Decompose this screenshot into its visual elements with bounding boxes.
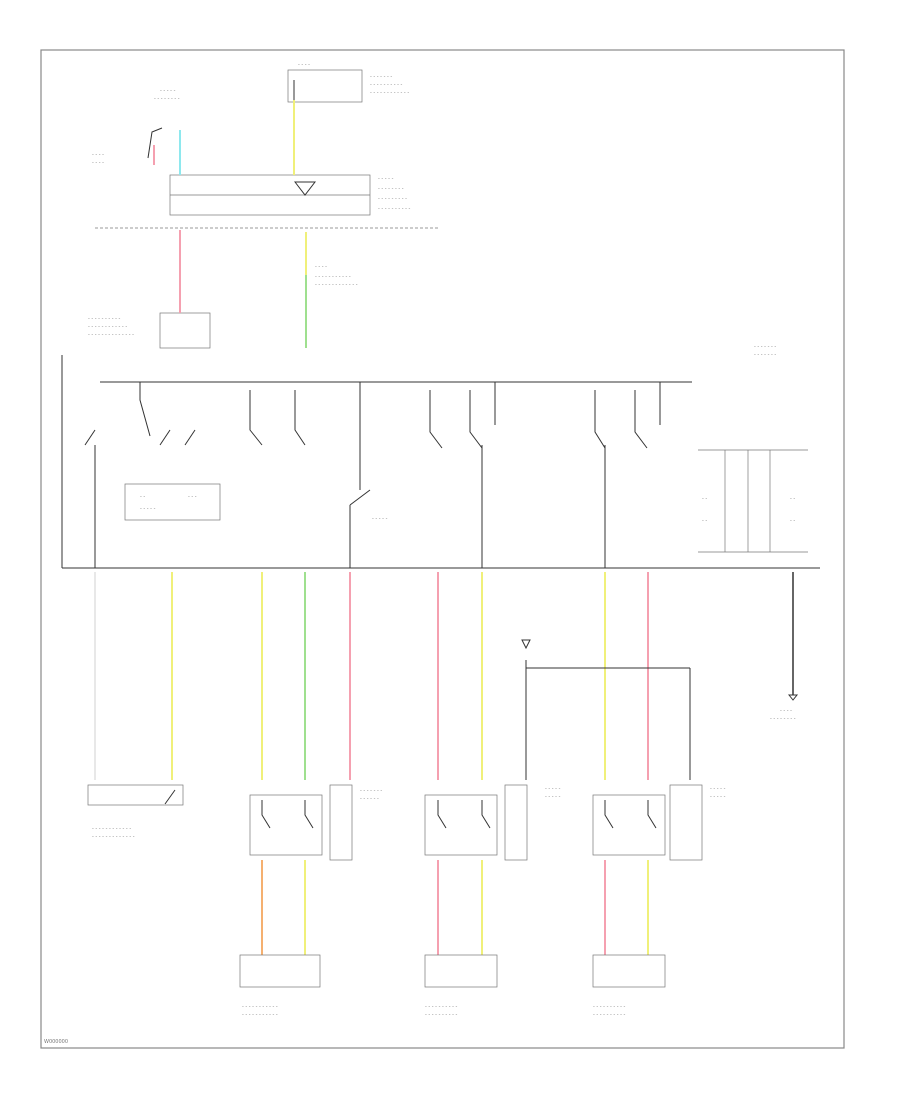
svg-text:- - - - - - - - - - -: - - - - - - - - - - - [242,1012,278,1018]
svg-text:- - - - -: - - - - - [710,794,726,800]
top-fuse-component: - - - - - - - - - - - - - - - - - - - - … [287,62,409,103]
svg-text:- - - - - - - -: - - - - - - - - [154,96,180,102]
svg-text:- - - - - - - - -: - - - - - - - - - [378,196,407,202]
svg-text:- - - - - - - - - -: - - - - - - - - - - [425,1012,458,1018]
bus-switches [84,382,661,449]
svg-text:- - - -: - - - - [92,152,104,158]
svg-text:- - - - - - - - - -: - - - - - - - - - - [425,1004,458,1010]
svg-text:- - - - - - - - - -: - - - - - - - - - - [378,206,411,212]
relay-module: - - - - - - - - - - - - - - - - - - - - … [95,174,440,229]
svg-text:- - - -: - - - - [298,62,310,68]
svg-text:- - - -: - - - - [92,160,104,166]
svg-text:- - - - - - -: - - - - - - - [754,352,776,358]
svg-text:- - - - - - - - - - - -: - - - - - - - - - - - - [370,90,409,96]
left-fuse-component: - - - - - - - - - - - - - - - - - - - - … [92,88,180,166]
door-switch-left: - - - - - - - - - - - - - - - - - - - - … [87,784,184,840]
figure-id: W000000 [44,1039,68,1045]
door-switch-passenger: - - - - - - - - - - - - - - - - - - - - … [239,784,382,1018]
svg-text:- - - - -: - - - - - [545,786,561,792]
svg-text:- -: - - [702,518,707,524]
svg-text:- -: - - [790,496,795,502]
svg-text:- - - - -: - - - - - [372,516,388,522]
svg-text:- - - - - - - - - - - - -: - - - - - - - - - - - - - [92,834,135,840]
svg-text:- - - - - - - - - - -: - - - - - - - - - - - [315,274,351,280]
svg-text:- - - -: - - - - [780,708,792,714]
svg-text:- - - - - - - - - - - - - -: - - - - - - - - - - - - - - [88,332,134,338]
svg-text:- - - - - - - - - - -: - - - - - - - - - - - [242,1004,278,1010]
svg-text:- - - - - - - -: - - - - - - - - [770,716,796,722]
svg-text:- - - - - - - - - - - -: - - - - - - - - - - - - [88,324,127,330]
svg-text:- - - - - - -: - - - - - - - [754,344,776,350]
svg-text:- - - - - -: - - - - - - [360,796,379,802]
svg-text:- - - - - - - - - - - - -: - - - - - - - - - - - - - [315,282,358,288]
svg-text:- - - - - - - -: - - - - - - - - [378,186,404,192]
svg-text:- -: - - [140,494,145,500]
left-connector: - - - - - - - - - - - - - - - - - - - - … [88,312,211,349]
main-switch-module: - - - - - - - - - - - - - - - - - - - - … [61,355,820,569]
svg-text:- - - - - - - - - -: - - - - - - - - - - [593,1012,626,1018]
svg-text:- - - - -: - - - - - [545,794,561,800]
svg-text:- -: - - [790,518,795,524]
svg-text:- - - - - - - - - - - -: - - - - - - - - - - - - [92,826,131,832]
output-wires [94,572,799,780]
svg-text:- - - - - - - - - -: - - - - - - - - - - [370,82,403,88]
svg-text:- - - - -: - - - - - [378,176,394,182]
svg-text:- -: - - [702,496,707,502]
svg-text:- - - - - - - - - -: - - - - - - - - - - [88,316,121,322]
svg-text:- - - - -: - - - - - [160,88,176,94]
svg-text:- - -: - - - [188,494,197,500]
svg-text:- - - - - - - - - -: - - - - - - - - - - [593,1004,626,1010]
svg-text:- - - - - - -: - - - - - - - [360,788,382,794]
svg-text:- - - -: - - - - [315,264,327,270]
door-switch-right-rear: - - - - - - - - - - - - - - - - - - - - … [592,784,726,1018]
svg-text:- - - - -: - - - - - [710,786,726,792]
diagram-frame [40,49,845,1049]
svg-text:- - - - - - -: - - - - - - - [370,74,392,80]
svg-text:- - - - -: - - - - - [140,506,156,512]
door-switch-left-rear: - - - - - - - - - - - - - - - - - - - - … [424,784,561,1018]
